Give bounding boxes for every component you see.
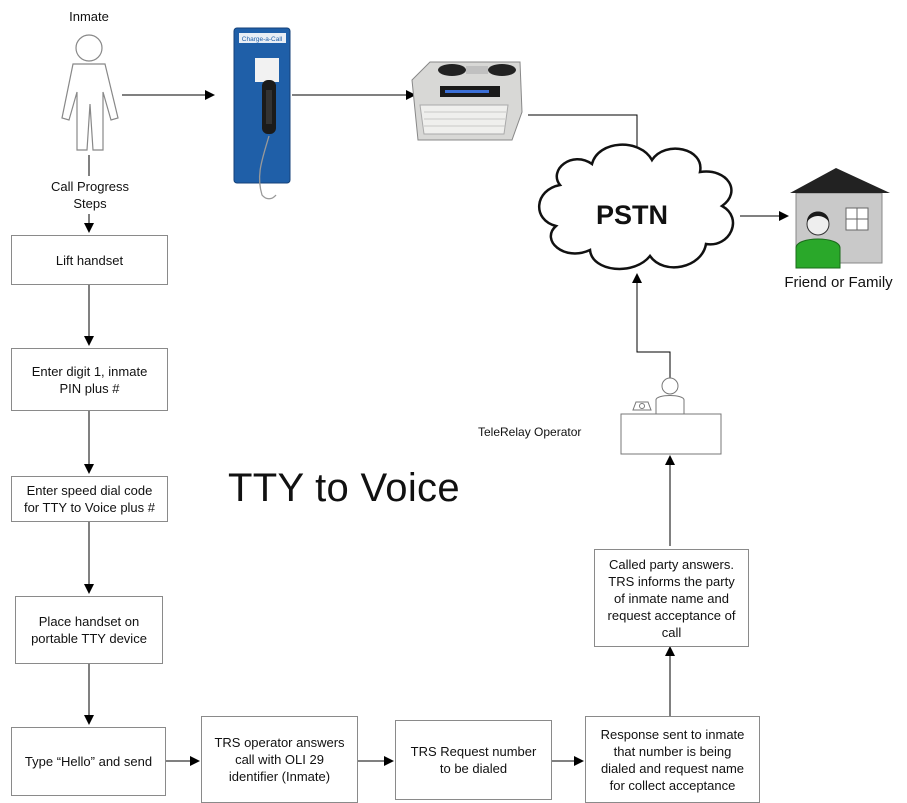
telerelay-operator-icon [620, 377, 722, 455]
telerelay-operator-label: TeleRelay Operator [478, 425, 582, 439]
phone-sign-text: Charge-a-Call [242, 36, 283, 43]
step-speed-dial: Enter speed dial code for TTY to Voice p… [11, 476, 168, 522]
pstn-cloud-icon [538, 143, 735, 271]
step-enter-pin: Enter digit 1, inmate PIN plus # [11, 348, 168, 411]
inmate-figure-icon [61, 34, 119, 151]
friend-family-label: Friend or Family [784, 274, 893, 291]
step-lift-handset: Lift handset [11, 235, 168, 285]
inmate-label: Inmate [69, 9, 109, 24]
step-type-hello: Type “Hello” and send [11, 727, 166, 796]
pstn-label: PSTN [596, 200, 669, 230]
step-response-sent: Response sent to inmate that number is b… [585, 716, 760, 803]
tty-device-icon [411, 61, 523, 141]
diagram-title: TTY to Voice [228, 466, 460, 510]
arrow-operator-to-pstn [632, 273, 671, 378]
call-progress-label: Call Progress Steps [50, 179, 130, 211]
payphone-icon: Charge-a-Call [233, 27, 291, 200]
step-place-handset: Place handset on portable TTY device [15, 596, 163, 664]
step-called-party-answers: Called party answers. TRS informs the pa… [594, 549, 749, 647]
step-trs-request-number: TRS Request number to be dialed [395, 720, 552, 800]
friend-person-icon [795, 211, 841, 269]
step-trs-answers: TRS operator answers call with OLI 29 id… [201, 716, 358, 803]
